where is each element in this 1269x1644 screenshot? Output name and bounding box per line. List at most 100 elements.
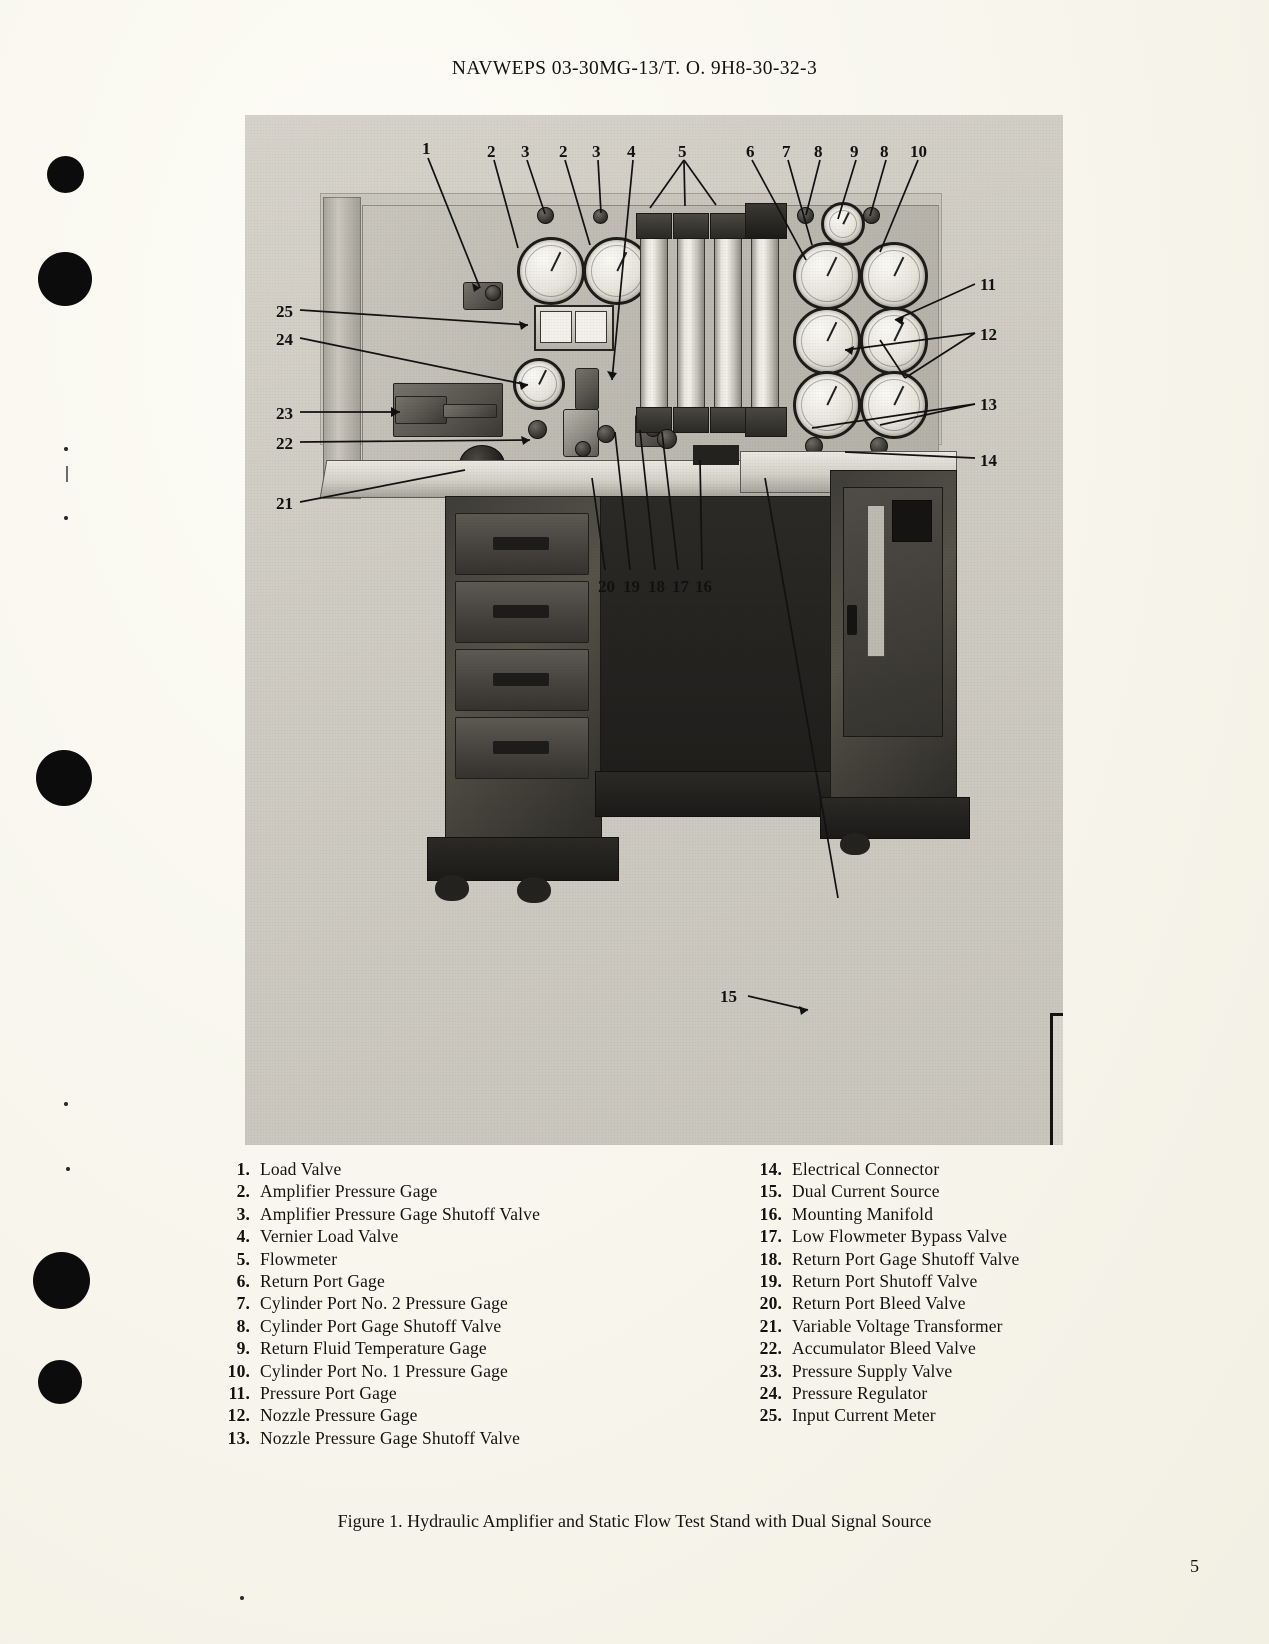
flowmeter-cap-bot-2 (673, 407, 709, 433)
right-foot (840, 833, 870, 855)
legend-item-label: Amplifier Pressure Gage Shutoff Valve (260, 1203, 540, 1224)
margin-mark-3 (64, 516, 68, 520)
legend-item-label: Accumulator Bleed Valve (792, 1338, 976, 1359)
legend-item: 4.Vernier Load Valve (218, 1225, 540, 1247)
legend-item-number: 16. (759, 1203, 782, 1224)
flowmeter-cap-bot-4 (745, 407, 787, 437)
legend-item-label: Variable Voltage Transformer (792, 1315, 1003, 1336)
knee-space-back (600, 496, 837, 798)
legend-item-number: 25. (759, 1405, 782, 1426)
legend-item-number: 20. (759, 1293, 782, 1314)
gage-face (521, 366, 557, 402)
legend-item-number: 17. (759, 1226, 782, 1247)
low-flowmeter-bypass-valve (657, 429, 677, 449)
callout-15: 15 (720, 987, 737, 1006)
legend-item: 17. Low Flowmeter Bypass Valve (750, 1225, 1019, 1247)
legend-item-number: 3. (236, 1203, 250, 1224)
binder-hole-5 (38, 1360, 82, 1404)
left-foot-rear (517, 877, 551, 903)
legend-item: 6.Return Port Gage (218, 1270, 540, 1292)
callout-7: 7 (782, 142, 791, 161)
gage-face (868, 315, 920, 367)
callout-8a: 8 (814, 142, 823, 161)
legend-item-number: 21. (759, 1315, 782, 1336)
legend-item-number: 2. (236, 1181, 250, 1202)
legend-item-number: 18. (759, 1248, 782, 1269)
legend-item-label: Flowmeter (260, 1248, 338, 1269)
callout-1: 1 (422, 139, 431, 158)
callout-2a: 2 (487, 142, 496, 161)
callout-2b: 2 (559, 142, 568, 161)
load-valve-knob (485, 285, 501, 301)
callout-25: 25 (276, 302, 293, 321)
callout-13: 13 (980, 395, 997, 414)
legend-item-label: Low Flowmeter Bypass Valve (792, 1226, 1008, 1247)
figure-caption: Figure 1. Hydraulic Amplifier and Static… (337, 1511, 932, 1531)
cylinder-port-no2-pressure-gage (860, 242, 928, 310)
pressure-port-gage (793, 307, 861, 375)
legend-item-number: 5. (236, 1248, 250, 1269)
gage-face (525, 245, 577, 297)
legend-item-label: Return Port Gage Shutoff Valve (792, 1248, 1020, 1269)
legend-item-label: Cylinder Port No. 2 Pressure Gage (260, 1293, 508, 1314)
center-stretcher (595, 771, 847, 817)
binder-hole-4 (33, 1252, 90, 1309)
cabinet-window-slot (867, 505, 885, 657)
cylinder-port-gage-shutoff-valve-b (863, 207, 880, 224)
flowmeter-tube-3 (714, 233, 742, 415)
callout-20: 20 (598, 577, 615, 596)
drawer-pull-4 (493, 741, 549, 754)
legend-item-number: 12. (227, 1405, 250, 1426)
gage-face (801, 250, 853, 302)
legend-item-number: 24. (759, 1383, 782, 1404)
legend-item: 16.Mounting Manifold (750, 1203, 1019, 1225)
legend-item: 25. Input Current Meter (750, 1404, 1019, 1426)
legend-item-number: 13. (227, 1427, 250, 1448)
legend-item: 3. Amplifier Pressure Gage Shutoff Valve (218, 1203, 540, 1225)
legend-item: 2.Amplifier Pressure Gage (218, 1180, 540, 1202)
left-foot-front (435, 875, 469, 901)
callout-23: 23 (276, 404, 293, 423)
callout-10: 10 (910, 142, 927, 161)
gage-face (801, 315, 853, 367)
callout-3b: 3 (592, 142, 601, 161)
callout-17: 17 (672, 577, 689, 596)
legend-item-number: 14. (759, 1159, 782, 1179)
legend-item-label: Pressure Regulator (792, 1383, 928, 1404)
legend-item-label: Return Port Gage (260, 1271, 385, 1292)
legend-item-label: Load Valve (260, 1159, 342, 1179)
legend-item-number: 15. (759, 1181, 782, 1202)
cylinder-port-gage-shutoff-valve-a (797, 207, 814, 224)
figure-photograph (245, 115, 1063, 1145)
flowmeter-cap-top-4 (745, 203, 787, 239)
gage-face (829, 210, 857, 238)
callout-8b: 8 (880, 142, 889, 161)
legend-item: 5. Flowmeter (218, 1248, 540, 1270)
flowmeter-cap-top-3 (710, 213, 746, 239)
callout-3a: 3 (521, 142, 530, 161)
callout-21: 21 (276, 494, 293, 513)
supply-line (443, 404, 497, 418)
legend-item-label: Pressure Supply Valve (792, 1360, 953, 1381)
legend-item-number: 11. (228, 1383, 250, 1404)
accumulator-bleed-valve (528, 420, 547, 439)
legend-item-number: 23. (759, 1360, 782, 1381)
legend-item: 11.Pressure Port Gage (218, 1382, 540, 1404)
legend-item: 13. Nozzle Pressure Gage Shutoff Valve (218, 1427, 540, 1449)
legend-item-label: Return Port Bleed Valve (792, 1293, 966, 1314)
drawer-pull-2 (493, 605, 549, 618)
callout-11: 11 (980, 275, 997, 294)
callout-24: 24 (276, 330, 293, 349)
return-port-gage (793, 242, 861, 310)
legend-item-label: Input Current Meter (792, 1405, 936, 1426)
flowmeter-cap-top-2 (673, 213, 709, 239)
bench-connector-plate (693, 445, 739, 465)
legend-item-label: Nozzle Pressure Gage Shutoff Valve (260, 1427, 521, 1448)
gage-face (801, 379, 853, 431)
margin-mark-6 (240, 1596, 244, 1600)
flowmeter-cap-bot-3 (710, 407, 746, 433)
gage-face (868, 250, 920, 302)
legend-item: 21. Variable Voltage Transformer (750, 1315, 1019, 1337)
